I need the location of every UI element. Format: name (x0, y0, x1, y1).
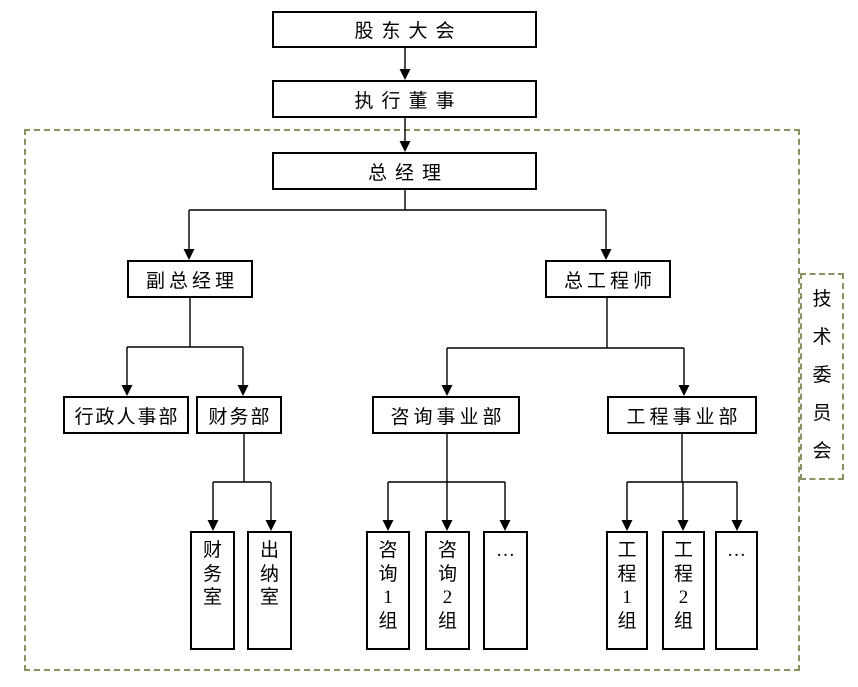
node-label: 出 纳 室 (259, 540, 279, 608)
node-tech-committee: 技 术 委 员 会 (800, 273, 844, 480)
node-label: 咨询事业部 (390, 406, 506, 428)
node-general-manager: 总经理 (272, 152, 537, 190)
node-label: 咨 询 1 组 (378, 540, 398, 632)
node-label: 总经理 (367, 162, 449, 184)
ellipsis-label: … (727, 540, 746, 561)
node-consulting-more: … (483, 531, 528, 650)
node-label: 技 术 委 员 会 (812, 289, 832, 462)
node-shareholders-meeting: 股东大会 (272, 11, 537, 48)
ellipsis-label: … (496, 540, 515, 561)
node-consulting-group-1: 咨 询 1 组 (366, 531, 410, 650)
node-label: 财 务 室 (202, 540, 222, 608)
node-label: 行政人事部 (74, 406, 180, 428)
node-finance-dept: 财务部 (196, 396, 282, 434)
node-label: 工 程 2 组 (673, 540, 693, 632)
node-engineering-group-1: 工 程 1 组 (606, 531, 648, 650)
node-consulting-division: 咨询事业部 (372, 396, 520, 434)
node-label: 执行董事 (354, 90, 463, 112)
node-finance-office: 财 务 室 (190, 531, 235, 650)
node-consulting-group-2: 咨 询 2 组 (425, 531, 470, 650)
dashed-boundary (24, 129, 800, 671)
node-label: 工程事业部 (626, 406, 742, 428)
node-engineering-group-2: 工 程 2 组 (662, 531, 705, 650)
node-label: 咨 询 2 组 (437, 540, 457, 632)
node-label: 工 程 1 组 (617, 540, 637, 632)
node-executive-director: 执行董事 (272, 80, 537, 118)
node-cashier-office: 出 纳 室 (247, 531, 292, 650)
node-engineering-more: … (715, 531, 758, 650)
node-deputy-general-manager: 副总经理 (127, 260, 253, 298)
node-admin-hr-dept: 行政人事部 (63, 396, 189, 434)
node-label: 副总经理 (145, 270, 238, 292)
node-label: 财务部 (208, 406, 272, 428)
node-label: 总工程师 (563, 270, 656, 292)
node-engineering-division: 工程事业部 (607, 396, 757, 434)
node-chief-engineer: 总工程师 (545, 260, 671, 298)
node-label: 股东大会 (354, 21, 463, 42)
